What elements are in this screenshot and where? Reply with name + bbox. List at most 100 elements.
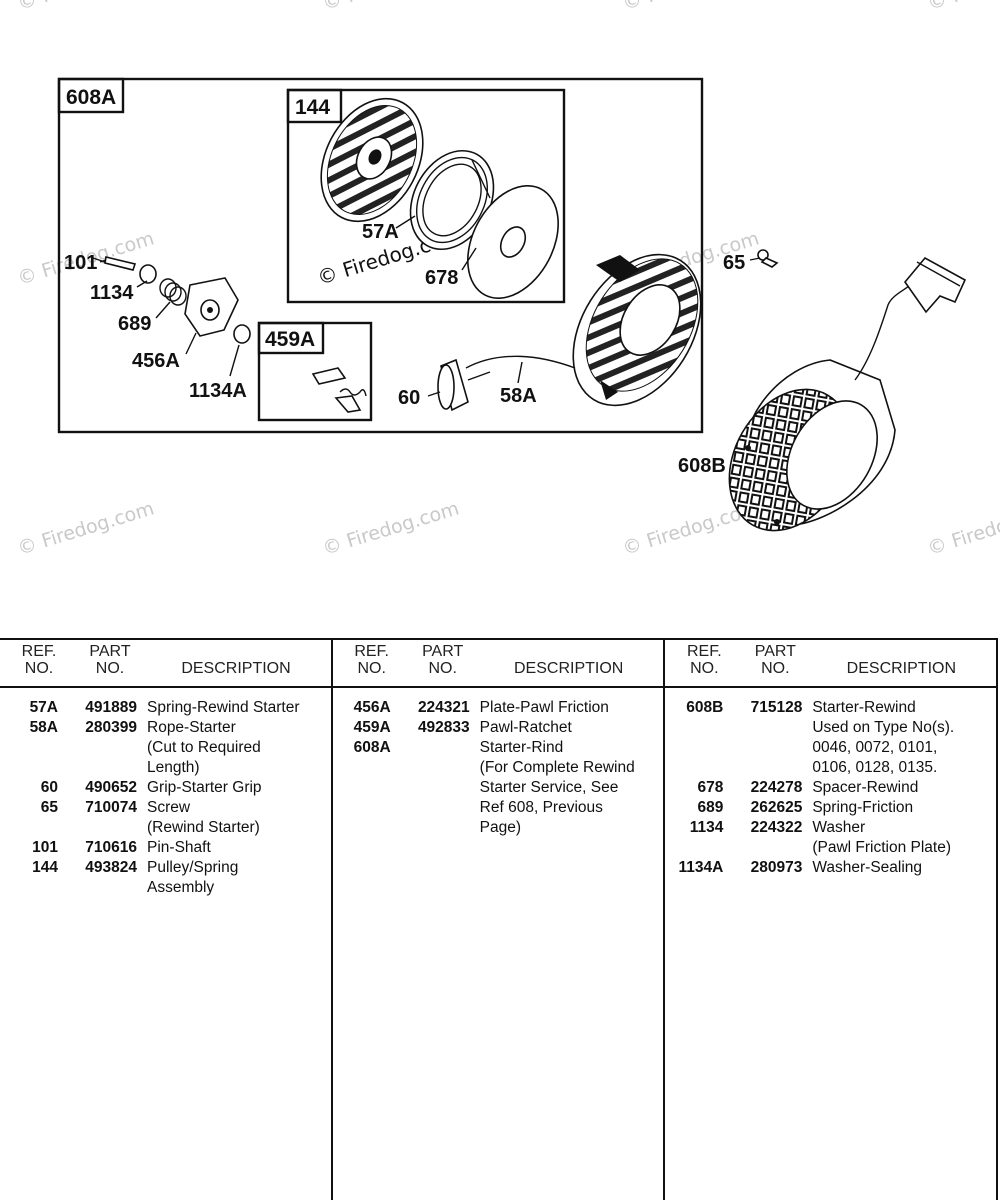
description-line: Spring-Friction [812,799,914,816]
starter-housing-part [572,253,702,407]
description-line: Used on Type No(s). [812,719,955,736]
table-row: 456A 224321 Plate-Pawl Friction [333,698,664,718]
description-line: Page) [479,819,522,836]
description-line: (Pawl Friction Plate) [812,839,952,856]
callout-60: 60 [398,387,420,409]
ref-no-header: REF.NO. [21,643,57,677]
part-no-cell: 710074 [85,799,137,816]
pulley-part [320,97,424,223]
description-line: 0046, 0072, 0101, [812,739,938,756]
spacer-part [467,184,559,300]
part-no-cell: 224278 [750,779,803,796]
callout-1134: 1134 [90,282,134,304]
washer-part [139,264,157,284]
description-line: Spacer-Rewind [812,779,919,796]
part-no-cell: 493824 [85,859,137,876]
description-line: (Cut to Required [147,739,261,756]
table-row: 65 710074 Screw (Rewind Starter) [0,798,331,838]
ref-no-cell: 57A [29,699,58,716]
rope-and-grip-part [437,355,576,412]
watermark: © Firedog.com [620,0,762,15]
description-header: DESCRIPTION [846,660,957,677]
ref-no-header: REF.NO. [687,643,722,677]
part-no-cell [391,738,470,838]
callout-65: 65 [723,252,745,274]
watermark: © Firedog.com [320,0,462,15]
part-no-cell: 490652 [85,779,137,796]
description-line: 0106, 0128, 0135. [812,759,938,776]
part-no-cell: 491889 [85,699,137,716]
description-line: Plate-Pawl Friction [479,699,609,716]
ref-no-cell: 678 [697,779,724,796]
pawl-ratchet-part [311,367,367,413]
callout-456A: 456A [132,350,180,372]
exploded-parts-diagram: © Firedog.com © Firedog.com © Firedog.co… [15,0,1000,560]
description-cell: Spring-Rewind Starter [137,698,331,718]
pulley-box-tab [286,88,343,124]
description-cell: Washer (Pawl Friction Plate) [802,818,996,858]
ref-no-cell: 608B [686,699,724,716]
callout-678: 678 [425,267,458,289]
description-line: Starter-Rewind [812,699,916,716]
ref-no-header: REF.NO. [354,643,389,677]
description-line: Pawl-Ratchet [479,719,572,736]
description-cell: Plate-Pawl Friction [470,698,664,718]
description-cell: Screw (Rewind Starter) [137,798,331,838]
watermark: © Firedog.com [320,497,462,559]
pawl-friction-plate-part [184,277,239,337]
ref-no-cell: 101 [32,839,58,856]
part-no-cell: 280973 [750,859,803,876]
ref-no-cell: 65 [40,799,58,816]
watermark: © Firedog.com [15,0,157,15]
part-no-cell: 224322 [750,819,803,836]
assembly-box-tab [57,77,125,114]
ref-no-cell: 1134 [689,819,724,836]
description-cell: Grip-Starter Grip [137,778,331,798]
table-row: 678 224278 Spacer-Rewind [665,778,996,798]
description-line: Washer [812,819,866,836]
pawl-box-tab [257,321,325,355]
ref-no-cell: 689 [697,799,724,816]
watermark: © Firedog.com [925,0,1000,15]
callout-101: 101 [64,252,97,274]
screw-part [757,249,779,268]
description-line: (Rewind Starter) [147,819,260,836]
description-line: Screw [147,799,191,816]
part-no-cell: 262625 [750,799,803,816]
part-no-cell: 715128 [750,699,803,716]
ref-no-cell: 456A [353,699,391,716]
callout-57A: 57A [362,221,399,243]
pulley-box-label: 144 [295,96,330,119]
description-line: Pin-Shaft [147,839,211,856]
part-no-cell: 280399 [85,719,137,736]
part-no-cell: 224321 [417,699,470,716]
description-cell: Pin-Shaft [137,838,331,858]
ref-no-cell: 58A [29,719,58,736]
part-no-cell: 492833 [417,719,470,736]
description-line: Pulley/Spring [147,859,239,876]
callout-689: 689 [118,313,151,335]
description-header: DESCRIPTION [181,660,291,677]
assembly-box-608A [57,77,704,434]
callout-608B: 608B [678,455,726,477]
